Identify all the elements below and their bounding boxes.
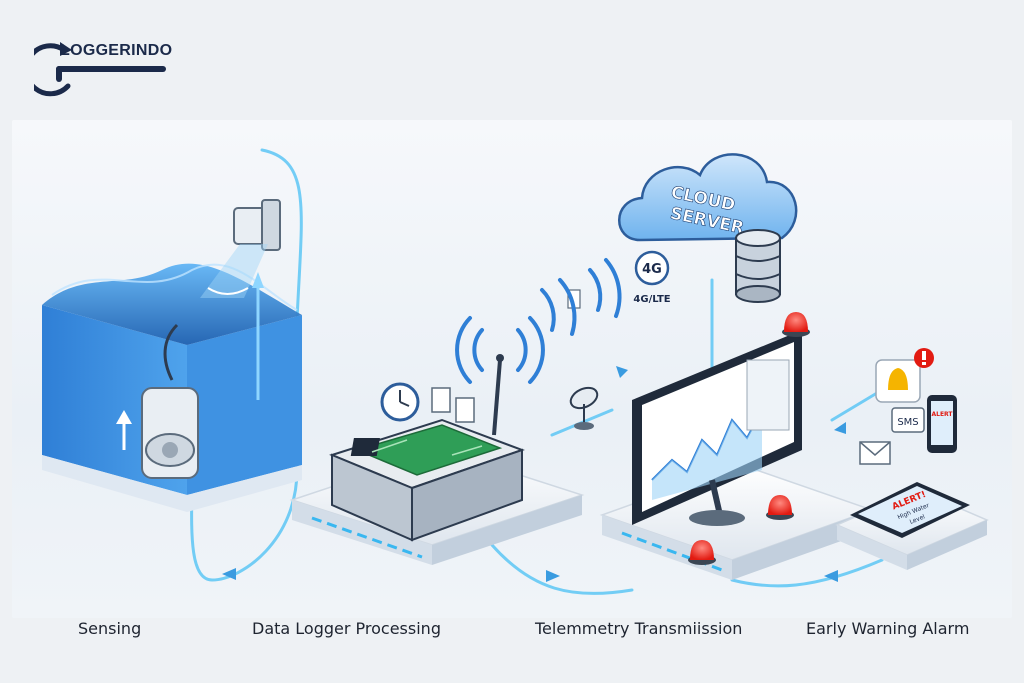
ultrasonic-sensor-icon [200, 199, 281, 400]
wireless-signal-icon [455, 258, 622, 384]
network-badge-text: 4G [642, 262, 662, 277]
tablet-alert-icon: ALERT! High Water Level [850, 482, 970, 538]
caption-alarm: Early Warning Alarm [806, 619, 970, 638]
database-icon [735, 229, 781, 303]
pressure-sensor-icon [116, 323, 199, 479]
diagram-panel: CLOUD SERVER 4G 4G/LTE [12, 120, 1012, 618]
flow-arrows [222, 366, 846, 582]
water-tank [42, 263, 302, 512]
bell-notification-icon [875, 348, 934, 403]
phone-icon: ALERT [927, 395, 957, 453]
cloud-server-icon: CLOUD SERVER [618, 153, 798, 242]
phone-alert-text: ALERT [931, 411, 953, 418]
caption-processing: Data Logger Processing [252, 619, 441, 638]
network-label: 4G/LTE [633, 294, 670, 305]
network-4g-badge: 4G 4G/LTE [633, 250, 671, 305]
brand-logo: LOGGERINDO [23, 38, 194, 98]
brand-name: LOGGERINDO [60, 42, 173, 59]
sms-label: SMS [897, 417, 918, 428]
sms-icon: SMS [891, 407, 925, 433]
monitor-dashboard-icon [632, 330, 802, 526]
caption-telemetry: Telemmetry Transmiission [535, 619, 743, 638]
system-flow-diagram: CLOUD SERVER 4G 4G/LTE [42, 148, 989, 596]
caption-sensing: Sensing [78, 619, 142, 638]
envelope-icon [859, 441, 891, 465]
clock-icon [380, 382, 420, 422]
document-icons [431, 289, 581, 423]
satellite-dish-icon [569, 386, 599, 430]
data-logger-box-icon [329, 354, 525, 542]
alarm-light-icons [688, 312, 810, 565]
